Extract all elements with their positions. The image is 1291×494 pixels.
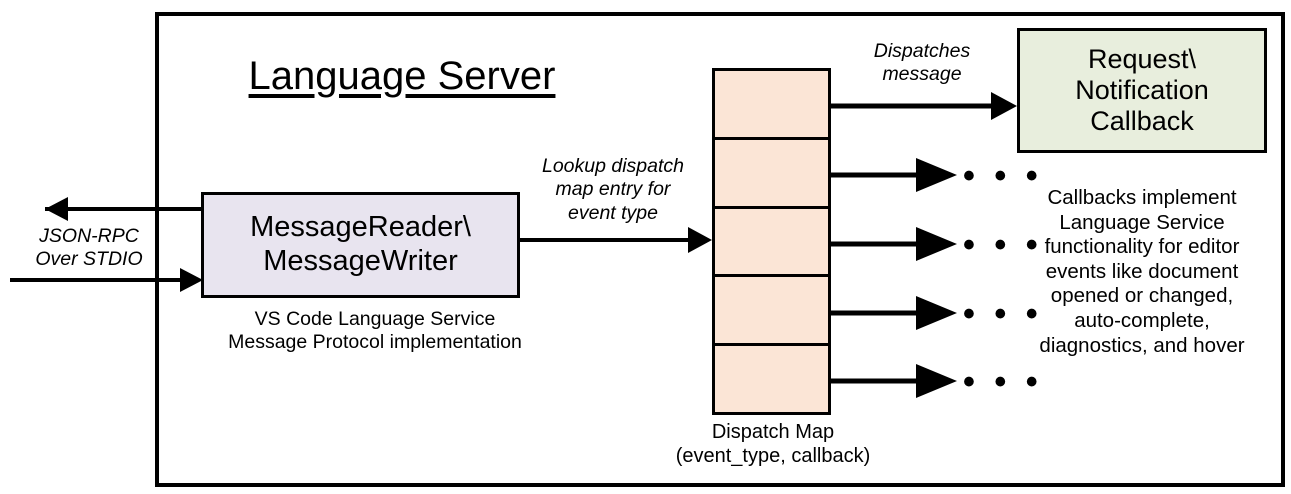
dispatch-map-table[interactable] <box>712 68 831 415</box>
ellipsis-row-5: • • • <box>963 363 1043 401</box>
language-server-frame <box>155 12 1285 487</box>
dispatch-map-caption: Dispatch Map (event_type, callback) <box>675 421 871 467</box>
dispatch-map-row-1[interactable] <box>715 71 828 140</box>
page-title: Language Server <box>248 54 556 98</box>
dispatch-map-row-5[interactable] <box>715 346 828 412</box>
dispatch-map-row-2[interactable] <box>715 140 828 209</box>
callback-caption: Callbacks implement Language Service fun… <box>1039 186 1245 357</box>
request-notification-callback-label: Request\ Notification Callback <box>1075 43 1209 137</box>
ellipsis-row-2: • • • <box>963 157 1043 195</box>
lookup-dispatch-edge-label: Lookup dispatch map entry for event type <box>541 155 685 224</box>
ellipsis-row-4: • • • <box>963 295 1043 333</box>
dispatch-map-row-3[interactable] <box>715 209 828 278</box>
request-notification-callback-node[interactable]: Request\ Notification Callback <box>1017 28 1267 153</box>
dispatches-message-edge-label: Dispatches message <box>873 40 971 86</box>
message-reader-writer-node[interactable]: MessageReader\ MessageWriter <box>201 192 520 298</box>
ellipsis-row-3: • • • <box>963 226 1043 264</box>
jsonrpc-transport-label: JSON-RPC Over STDIO <box>35 225 143 271</box>
message-reader-writer-caption: VS Code Language Service Message Protoco… <box>228 308 522 354</box>
message-reader-writer-label: MessageReader\ MessageWriter <box>250 211 471 277</box>
dispatch-map-row-4[interactable] <box>715 277 828 347</box>
edge-inbound-jsonrpc <box>10 268 203 292</box>
edge-outbound-jsonrpc <box>45 197 201 221</box>
edge-lookup-dispatch-map <box>520 227 712 253</box>
